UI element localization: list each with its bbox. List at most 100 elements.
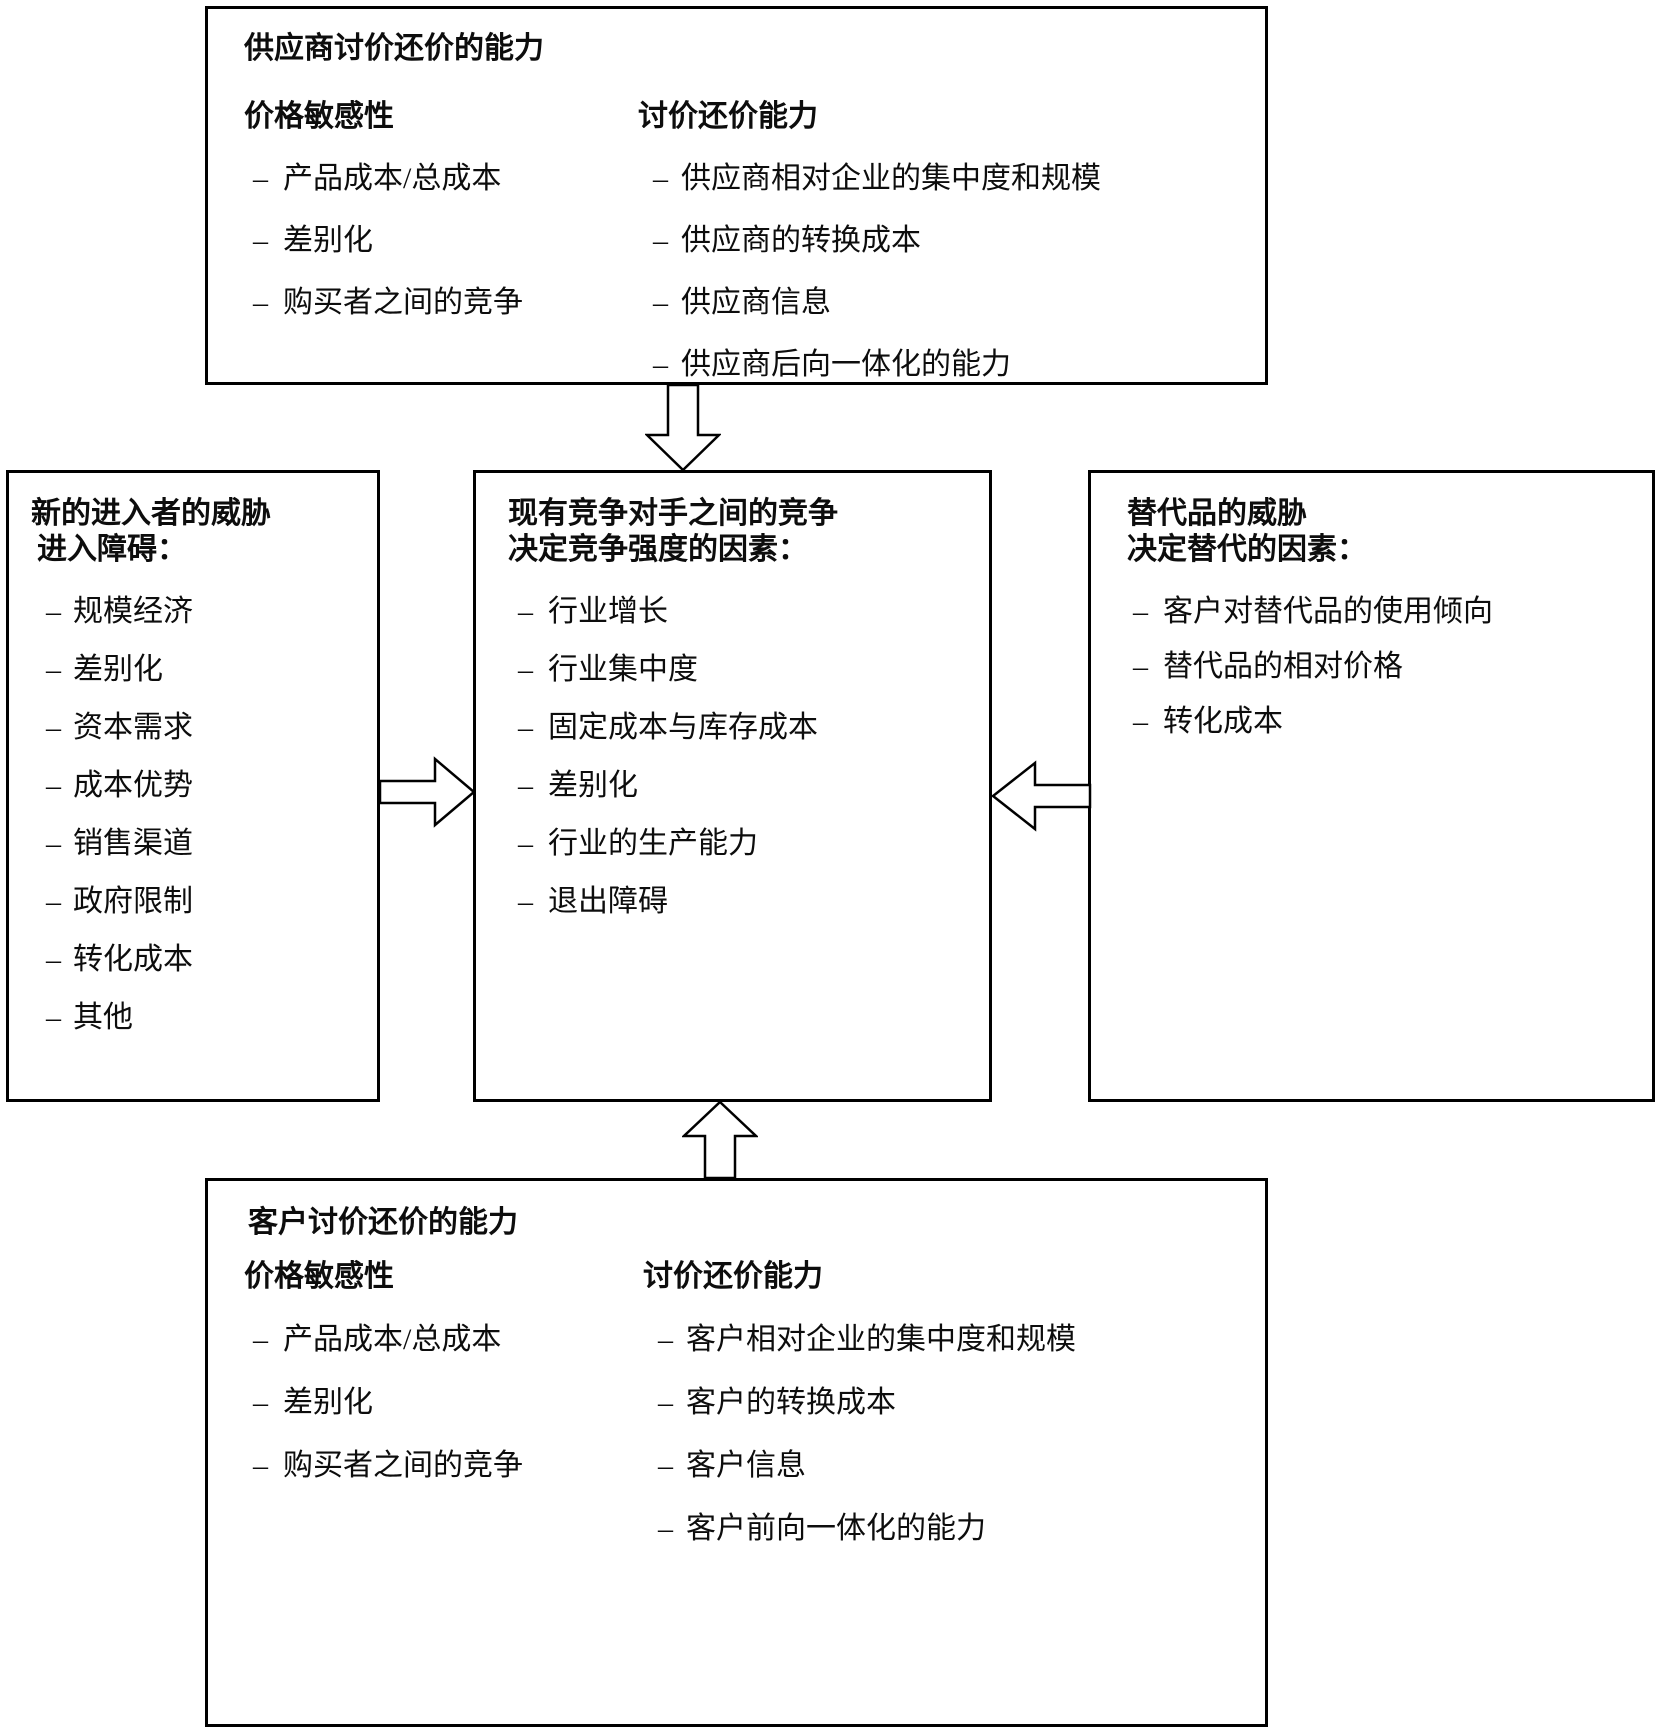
dash-bullet: – (653, 348, 668, 381)
dash-bullet: – (1133, 650, 1148, 683)
rivalry-box-subtitle: 决定竞争强度的因素： (508, 533, 808, 566)
list-item: –购买者之间的竞争 (244, 1449, 643, 1483)
list-item: –退出障碍 (508, 885, 975, 919)
list-item-text: 差别化 (283, 1386, 373, 1419)
rivalry-box: 现有竞争对手之间的竞争 决定竞争强度的因素： –行业增长 –行业集中度 –固定成… (473, 470, 992, 1102)
list-item-text: 成本优势 (73, 769, 193, 802)
list-item: –客户的转换成本 (643, 1386, 1076, 1420)
list-item-text: 客户对替代品的使用倾向 (1163, 595, 1493, 628)
list-item-text: 差别化 (73, 653, 163, 686)
list-item-text: 转化成本 (1163, 705, 1283, 738)
buyer-columns: 价格敏感性 –产品成本/总成本 –差别化 –购买者之间的竞争 讨价还价能力 –客… (244, 1260, 1245, 1546)
entrants-box-subtitle: 进入障碍： (37, 533, 187, 566)
list-item: –转化成本 (1127, 705, 1638, 739)
supplier-columns: 价格敏感性 –产品成本/总成本 –差别化 –购买者之间的竞争 讨价还价能力 –供… (244, 100, 1245, 382)
list-item: –差别化 (244, 1386, 643, 1420)
arrow-left-icon (990, 760, 1092, 832)
list-item: –客户前向一体化的能力 (643, 1512, 1076, 1546)
list-item: –政府限制 (31, 885, 367, 919)
price-sensitivity-heading: 价格敏感性 (244, 100, 394, 133)
list-item-text: 退出障碍 (548, 885, 668, 918)
substitutes-box: 替代品的威胁 决定替代的因素： –客户对替代品的使用倾向 –替代品的相对价格 –… (1088, 470, 1655, 1102)
dash-bullet: – (1133, 595, 1148, 628)
list-item-text: 客户相对企业的集中度和规模 (686, 1323, 1076, 1356)
list-item-text: 供应商信息 (681, 286, 831, 319)
list-item-text: 销售渠道 (73, 827, 193, 860)
list-item: –客户对替代品的使用倾向 (1127, 595, 1638, 629)
dash-bullet: – (518, 885, 533, 918)
dash-bullet: – (46, 943, 61, 976)
dash-bullet: – (46, 595, 61, 628)
list-item-text: 差别化 (283, 224, 373, 257)
dash-bullet: – (253, 224, 268, 257)
list-item: –行业增长 (508, 595, 975, 629)
price-sensitivity-heading: 价格敏感性 (244, 1260, 394, 1293)
list-item: –行业的生产能力 (508, 827, 975, 861)
dash-bullet: – (253, 1323, 268, 1356)
rivalry-item-list: –行业增长 –行业集中度 –固定成本与库存成本 –差别化 –行业的生产能力 –退… (508, 595, 975, 919)
dash-bullet: – (658, 1512, 673, 1545)
list-item: –供应商相对企业的集中度和规模 (638, 162, 1101, 196)
dash-bullet: – (46, 1001, 61, 1034)
dash-bullet: – (46, 653, 61, 686)
list-item-text: 购买者之间的竞争 (283, 286, 523, 319)
list-item-text: 客户信息 (686, 1449, 806, 1482)
dash-bullet: – (253, 286, 268, 319)
list-item-text: 差别化 (548, 769, 638, 802)
entrants-item-list: –规模经济 –差别化 –资本需求 –成本优势 –销售渠道 –政府限制 –转化成本… (31, 595, 367, 1035)
dash-bullet: – (518, 769, 533, 802)
supplier-power-box: 供应商讨价还价的能力 价格敏感性 –产品成本/总成本 –差别化 –购买者之间的竞… (205, 6, 1268, 385)
buyer-power-box: 客户讨价还价的能力 价格敏感性 –产品成本/总成本 –差别化 –购买者之间的竞争… (205, 1178, 1268, 1727)
dash-bullet: – (653, 224, 668, 257)
list-item-text: 行业的生产能力 (548, 827, 758, 860)
list-item: –其他 (31, 1001, 367, 1035)
substitutes-item-list: –客户对替代品的使用倾向 –替代品的相对价格 –转化成本 (1127, 595, 1638, 739)
rivalry-box-title: 现有竞争对手之间的竞争 (508, 497, 838, 530)
list-item-text: 客户的转换成本 (686, 1386, 896, 1419)
list-item: –差别化 (31, 653, 367, 687)
list-item: –客户相对企业的集中度和规模 (643, 1323, 1076, 1357)
buyer-bargaining-column: 讨价还价能力 –客户相对企业的集中度和规模 –客户的转换成本 –客户信息 –客户… (643, 1260, 1076, 1546)
buyer-price-sensitivity-column: 价格敏感性 –产品成本/总成本 –差别化 –购买者之间的竞争 (244, 1260, 643, 1546)
dash-bullet: – (46, 769, 61, 802)
dash-bullet: – (46, 885, 61, 918)
arrow-right-icon (378, 756, 476, 828)
dash-bullet: – (46, 711, 61, 744)
list-item: –差别化 (244, 224, 638, 258)
list-item-text: 产品成本/总成本 (283, 162, 502, 195)
list-item: –购买者之间的竞争 (244, 286, 638, 320)
list-item-text: 行业集中度 (548, 653, 698, 686)
new-entrants-box: 新的进入者的威胁 进入障碍： –规模经济 –差别化 –资本需求 –成本优势 –销… (6, 470, 380, 1102)
supplier-box-title: 供应商讨价还价的能力 (244, 32, 544, 65)
bargaining-power-heading: 讨价还价能力 (643, 1260, 823, 1293)
list-item-text: 供应商的转换成本 (681, 224, 921, 257)
dash-bullet: – (518, 827, 533, 860)
list-item: –差别化 (508, 769, 975, 803)
list-item-text: 政府限制 (73, 885, 193, 918)
arrow-down-icon (645, 383, 721, 472)
substitutes-box-title: 替代品的威胁 (1127, 497, 1307, 530)
dash-bullet: – (1133, 705, 1148, 738)
list-item: –行业集中度 (508, 653, 975, 687)
dash-bullet: – (658, 1386, 673, 1419)
list-item: –产品成本/总成本 (244, 162, 638, 196)
list-item-text: 供应商相对企业的集中度和规模 (681, 162, 1101, 195)
list-item-text: 客户前向一体化的能力 (686, 1512, 986, 1545)
list-item-text: 产品成本/总成本 (283, 1323, 502, 1356)
buyer-box-title: 客户讨价还价的能力 (248, 1206, 518, 1239)
list-item-text: 行业增长 (548, 595, 668, 628)
list-item-text: 转化成本 (73, 943, 193, 976)
dash-bullet: – (253, 162, 268, 195)
list-item: –资本需求 (31, 711, 367, 745)
list-item-text: 规模经济 (73, 595, 193, 628)
arrow-up-icon (682, 1100, 758, 1180)
list-item: –固定成本与库存成本 (508, 711, 975, 745)
supplier-price-sensitivity-column: 价格敏感性 –产品成本/总成本 –差别化 –购买者之间的竞争 (244, 100, 638, 382)
list-item: –供应商的转换成本 (638, 224, 1101, 258)
dash-bullet: – (653, 162, 668, 195)
dash-bullet: – (658, 1449, 673, 1482)
dash-bullet: – (653, 286, 668, 319)
list-item-text: 资本需求 (73, 711, 193, 744)
list-item-text: 购买者之间的竞争 (283, 1449, 523, 1482)
dash-bullet: – (46, 827, 61, 860)
